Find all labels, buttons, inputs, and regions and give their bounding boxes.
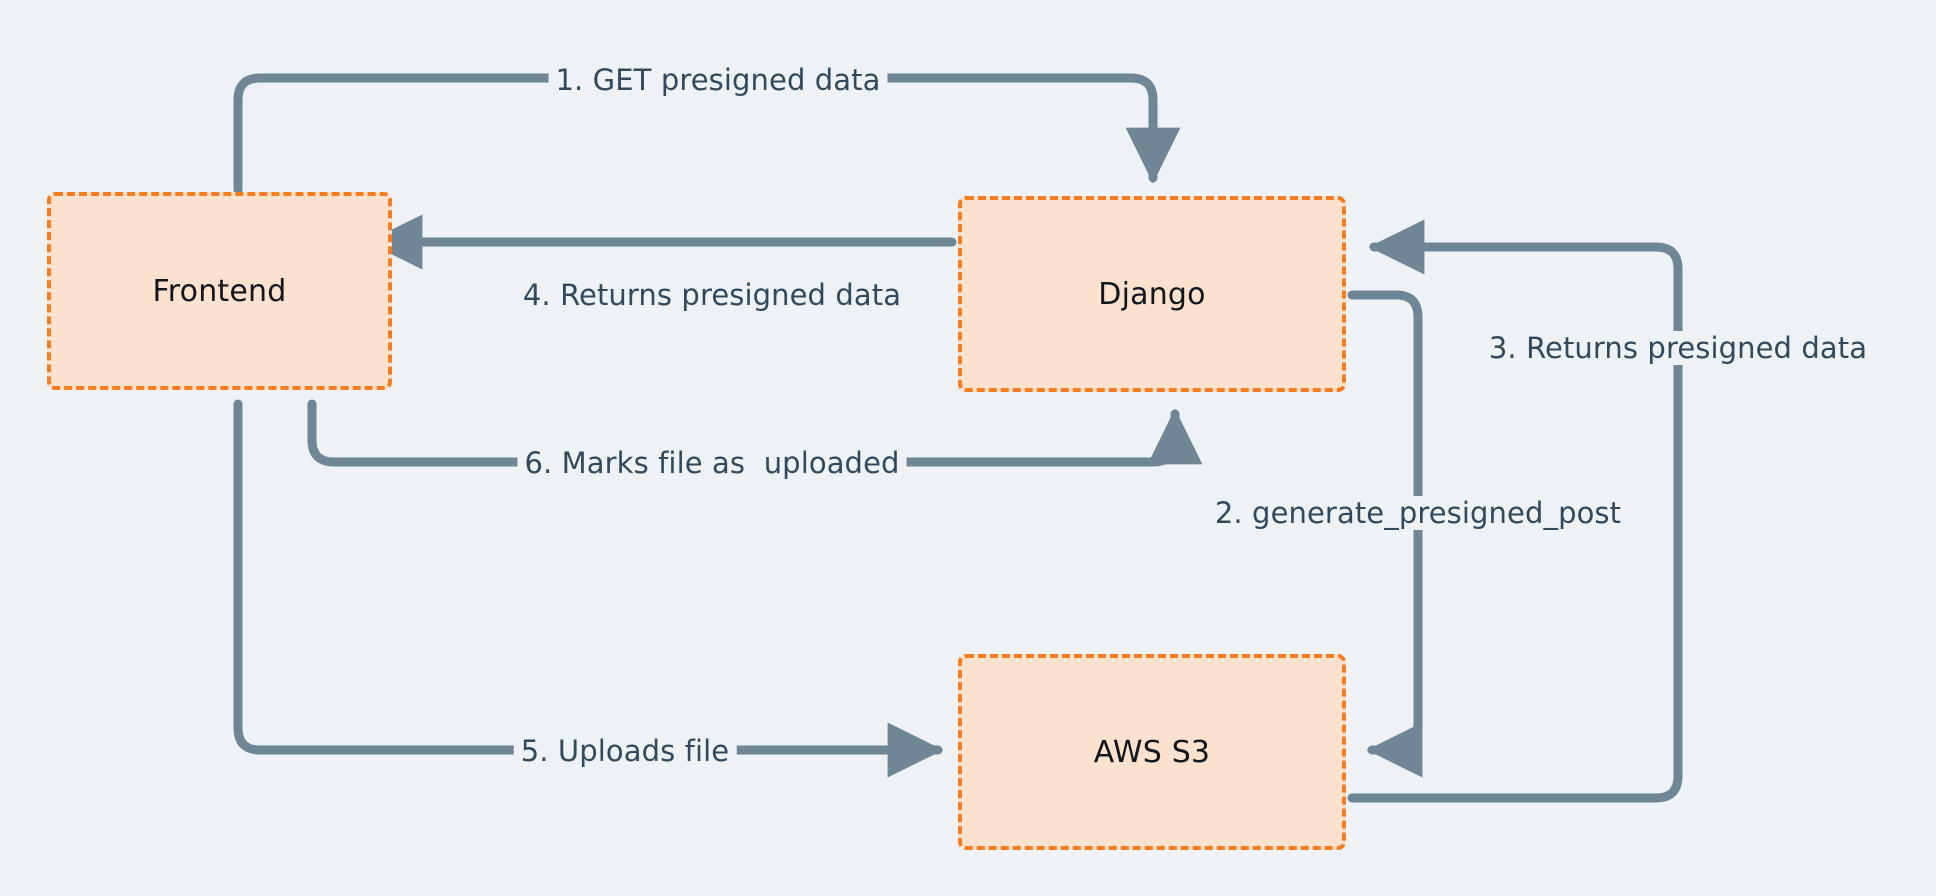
edge-label-3: 3. Returns presigned data <box>1481 331 1875 365</box>
edge-path-5 <box>233 399 944 778</box>
edge-label-1: 1. GET presigned data <box>548 63 888 97</box>
node-django[interactable]: Django <box>958 196 1346 392</box>
edge-label-2: 2. generate_presigned_post <box>1207 496 1629 530</box>
node-aws-s3[interactable]: AWS S3 <box>958 654 1346 850</box>
edge-label-5: 5. Uploads file <box>513 734 737 768</box>
node-aws-s3-label: AWS S3 <box>1093 734 1211 770</box>
node-frontend[interactable]: Frontend <box>47 192 392 390</box>
node-frontend-label: Frontend <box>152 273 287 309</box>
edge-label-4: 4. Returns presigned data <box>515 278 909 312</box>
node-django-label: Django <box>1098 276 1206 312</box>
edge-path-3 <box>1347 219 1683 803</box>
edge-label-6: 6. Marks file as uploaded <box>517 446 907 480</box>
